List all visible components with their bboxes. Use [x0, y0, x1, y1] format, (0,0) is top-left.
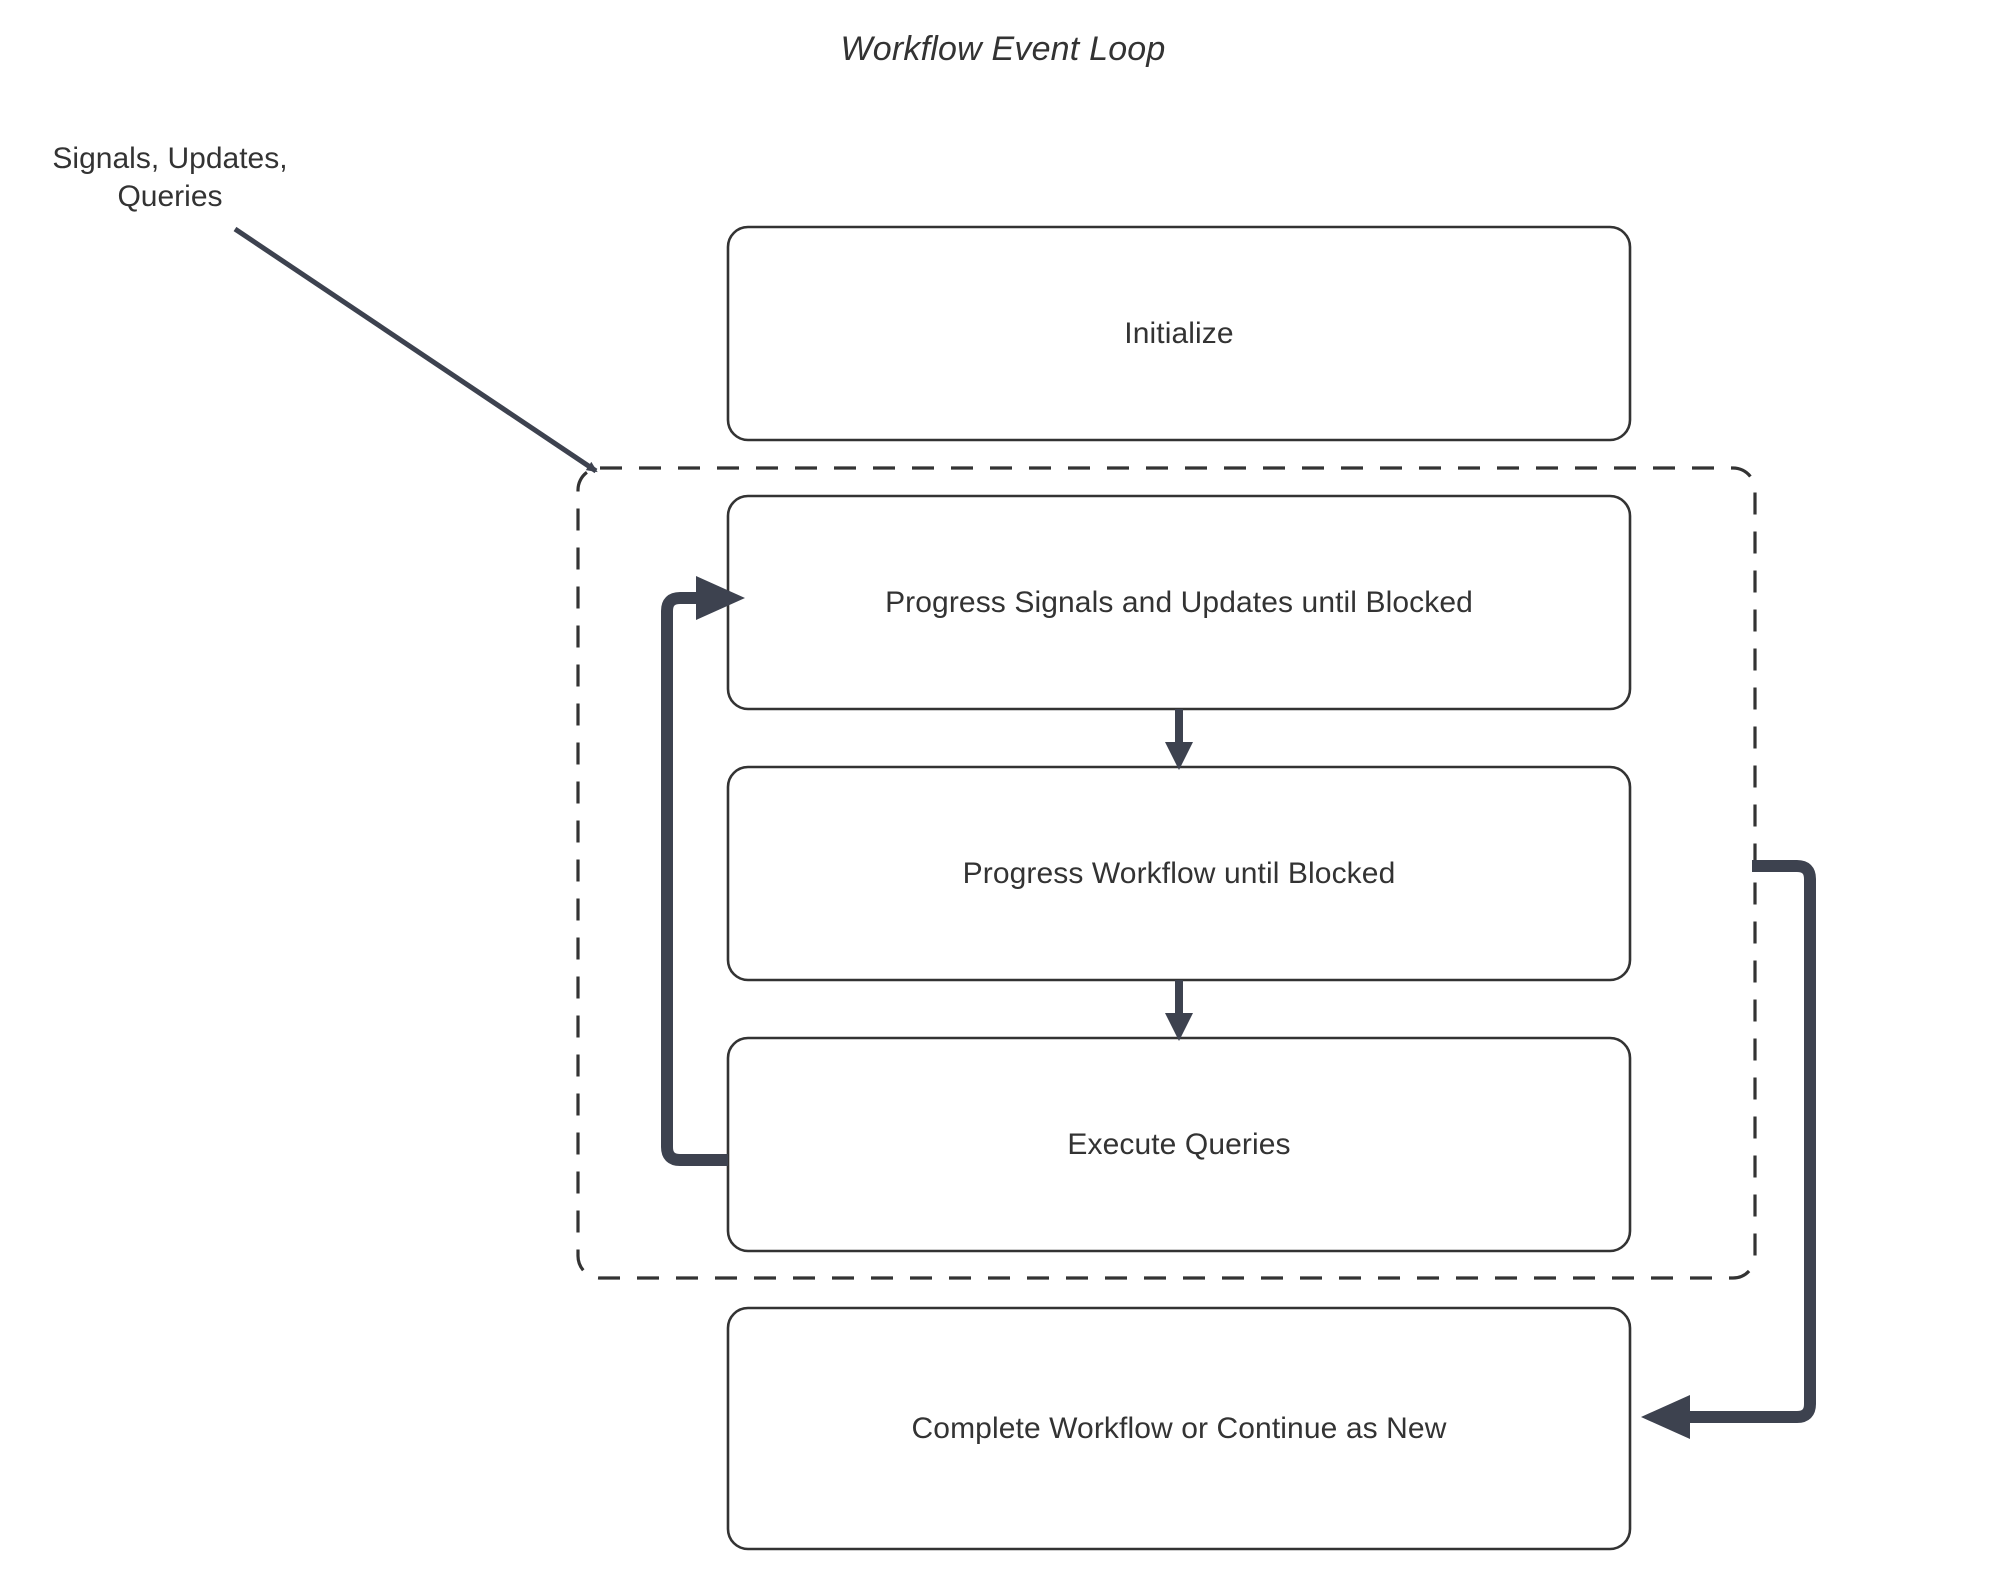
edge-signals-in-arrow: [233, 226, 598, 474]
node-complete-workflow-label[interactable]: Complete Workflow or Continue as New: [911, 1411, 1447, 1445]
edge-signals-to-workflow-arrow: [1165, 709, 1193, 770]
page-title: Workflow Event Loop: [840, 30, 1166, 68]
node-initialize-label[interactable]: Initialize: [1124, 316, 1234, 350]
node-progress-signals-label[interactable]: Progress Signals and Updates until Block…: [885, 585, 1473, 619]
node-complete-workflow-shape[interactable]: [726, 1306, 1632, 1551]
node-progress-workflow-label[interactable]: Progress Workflow until Blocked: [962, 856, 1396, 890]
event-loop-group-border: [576, 466, 1757, 1280]
edge-loop-to-complete-arrow: [1641, 860, 1816, 1439]
edge-queries-loopback-arrow: [661, 576, 745, 1166]
edge-workflow-to-queries-arrow: [1165, 980, 1193, 1041]
node-initialize-shape[interactable]: [726, 225, 1632, 442]
edge-label-signals-updates-queries: Signals, Updates, Queries: [52, 142, 288, 214]
node-execute-queries-label[interactable]: Execute Queries: [1067, 1127, 1291, 1161]
